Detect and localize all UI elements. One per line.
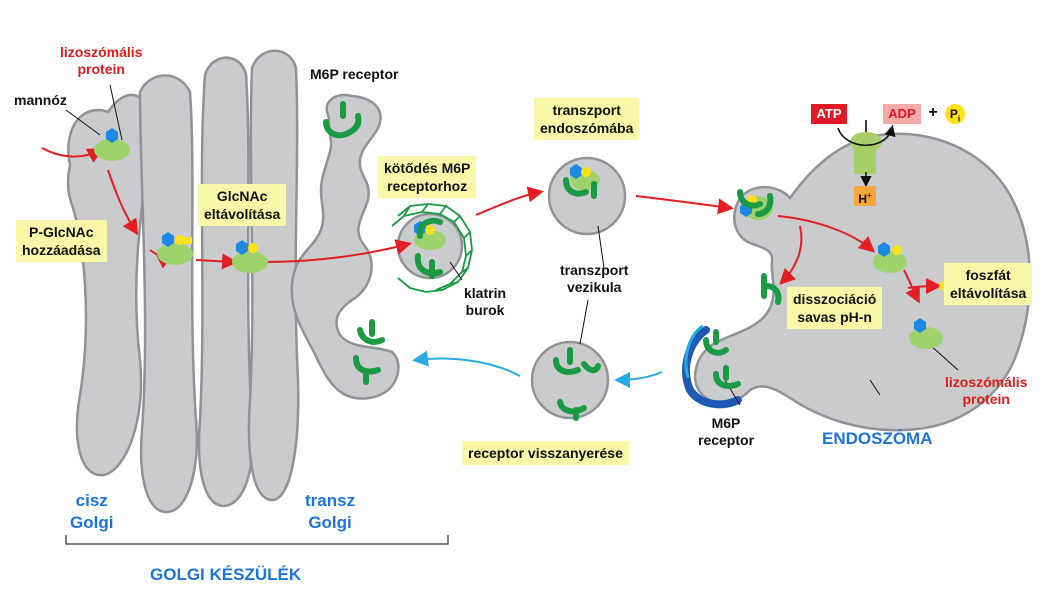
lysosomal-protein-label-top: lizoszómális protein bbox=[60, 44, 143, 77]
cis-golgi-label: cisz Golgi bbox=[70, 491, 114, 532]
golgi-bracket bbox=[65, 535, 449, 545]
proton-tag: H+ bbox=[854, 186, 876, 206]
clathrin-coat bbox=[391, 203, 473, 293]
clathrin-coat-label: klatrin burok bbox=[464, 285, 507, 318]
protein-8 bbox=[909, 327, 943, 349]
mannose-label: mannóz bbox=[14, 92, 67, 108]
receptor-membrane-patch bbox=[682, 326, 742, 409]
endosome-membrane bbox=[693, 132, 1032, 432]
cisterna-2 bbox=[138, 74, 198, 514]
endosome-label: ENDOSZÓMA bbox=[822, 429, 933, 448]
trans-golgi-label: transz Golgi bbox=[305, 491, 356, 532]
pump-atp-arrow bbox=[837, 124, 896, 147]
atp-tag: ATP bbox=[811, 104, 847, 124]
step-add-p-glcnac: P-GlcNAc hozzáadása bbox=[16, 220, 107, 262]
lysosomal-protein-label-right: lizoszómális protein bbox=[945, 374, 1028, 407]
receptor-trans-golgi bbox=[323, 101, 362, 139]
m6p-receptors bbox=[323, 101, 782, 421]
step-remove-glcnac: GlcNAc eltávolítása bbox=[198, 184, 287, 226]
mannose-1 bbox=[106, 128, 118, 143]
vesicle-to-endosome bbox=[547, 156, 627, 236]
adp-tag: ADP bbox=[883, 104, 921, 124]
step-receptor-recovery: receptor visszanyerése bbox=[462, 441, 629, 465]
vesicle-return bbox=[530, 340, 610, 420]
step-dissociation: disszociáció savas pH-n bbox=[787, 287, 883, 329]
plus-sign: + bbox=[928, 104, 938, 121]
cisterna-4 bbox=[247, 49, 300, 502]
m6p-receptor-label-bottom: M6P receptor bbox=[698, 415, 755, 448]
protein-7 bbox=[873, 251, 907, 273]
transport-vesicle-label: transzport vezikula bbox=[560, 262, 629, 295]
protein-3 bbox=[232, 251, 268, 273]
golgi-stack bbox=[66, 49, 400, 514]
proton-pump bbox=[850, 132, 882, 174]
step-transport-endosome: transzport endoszómába bbox=[534, 98, 640, 140]
m6p-receptor-label-top: M6P receptor bbox=[310, 66, 399, 82]
trans-cisterna bbox=[290, 93, 400, 400]
golgi-apparatus-label: GOLGI KÉSZÜLÉK bbox=[150, 565, 302, 584]
step-binding-m6p: kötődés M6P receptorhoz bbox=[378, 156, 477, 198]
protein-2 bbox=[157, 243, 193, 265]
cisterna-3 bbox=[197, 56, 254, 508]
step-phosphate-removal: foszfát eltávolítása bbox=[944, 263, 1033, 305]
protein-1 bbox=[94, 139, 130, 161]
retrieval-pathway bbox=[412, 350, 663, 388]
pi-token: Pi bbox=[945, 104, 965, 124]
